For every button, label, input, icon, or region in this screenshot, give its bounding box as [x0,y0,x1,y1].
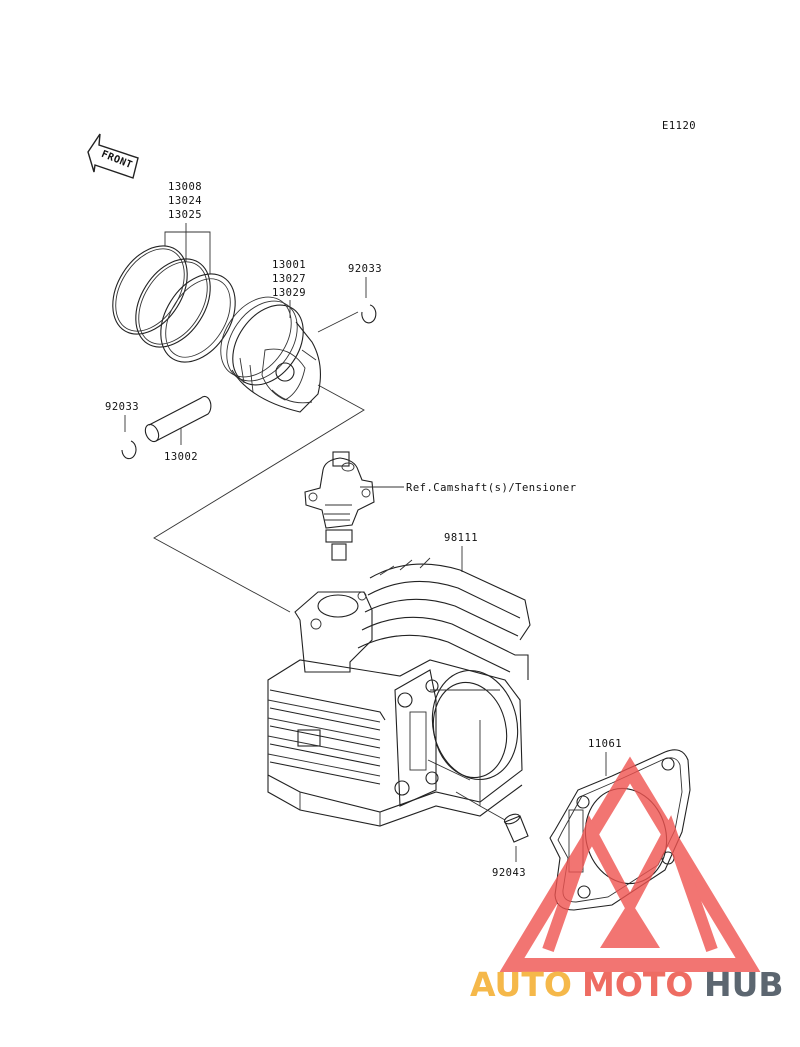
watermark-text-moto: MOTO [582,965,693,1004]
part-number-gasket: 11061 [588,738,622,750]
part-number-cylinder: 98111 [444,532,478,544]
part-number-piston-1: 13001 [272,259,306,271]
diagram-code: E1120 [662,120,696,132]
part-number-dowel-pin: 92043 [492,867,526,879]
circlip-left [121,440,137,460]
automotohub-watermark: AUTO MOTO HUB [470,756,784,1004]
dowel-pin [503,813,529,843]
piston [220,296,321,413]
part-number-circlip-right: 92033 [348,263,382,275]
cam-chain-tensioner [304,451,375,561]
part-number-piston-pin: 13002 [164,451,198,463]
cylinder [267,557,531,827]
ref-note: Ref.Camshaft(s)/Tensioner [406,482,577,494]
part-number-rings-1: 13008 [168,181,202,193]
part-number-piston-2: 13027 [272,273,306,285]
circlip-right [361,304,377,324]
piston-pin [144,395,212,443]
ring-part-labels: 13008 13024 13025 [168,181,202,221]
front-arrow-icon: FRONT [87,133,139,179]
watermark-text-hub: HUB [704,965,784,1004]
piston-part-labels: 13001 13027 13029 [272,259,306,299]
part-number-rings-2: 13024 [168,195,202,207]
watermark-logo-icon [499,756,761,972]
piston-rings [112,245,236,363]
watermark-text-auto: AUTO [470,965,572,1004]
assembly-guide-line [153,384,365,613]
part-number-piston-3: 13029 [272,287,306,299]
part-number-circlip-left: 92033 [105,401,139,413]
part-number-rings-3: 13025 [168,209,202,221]
